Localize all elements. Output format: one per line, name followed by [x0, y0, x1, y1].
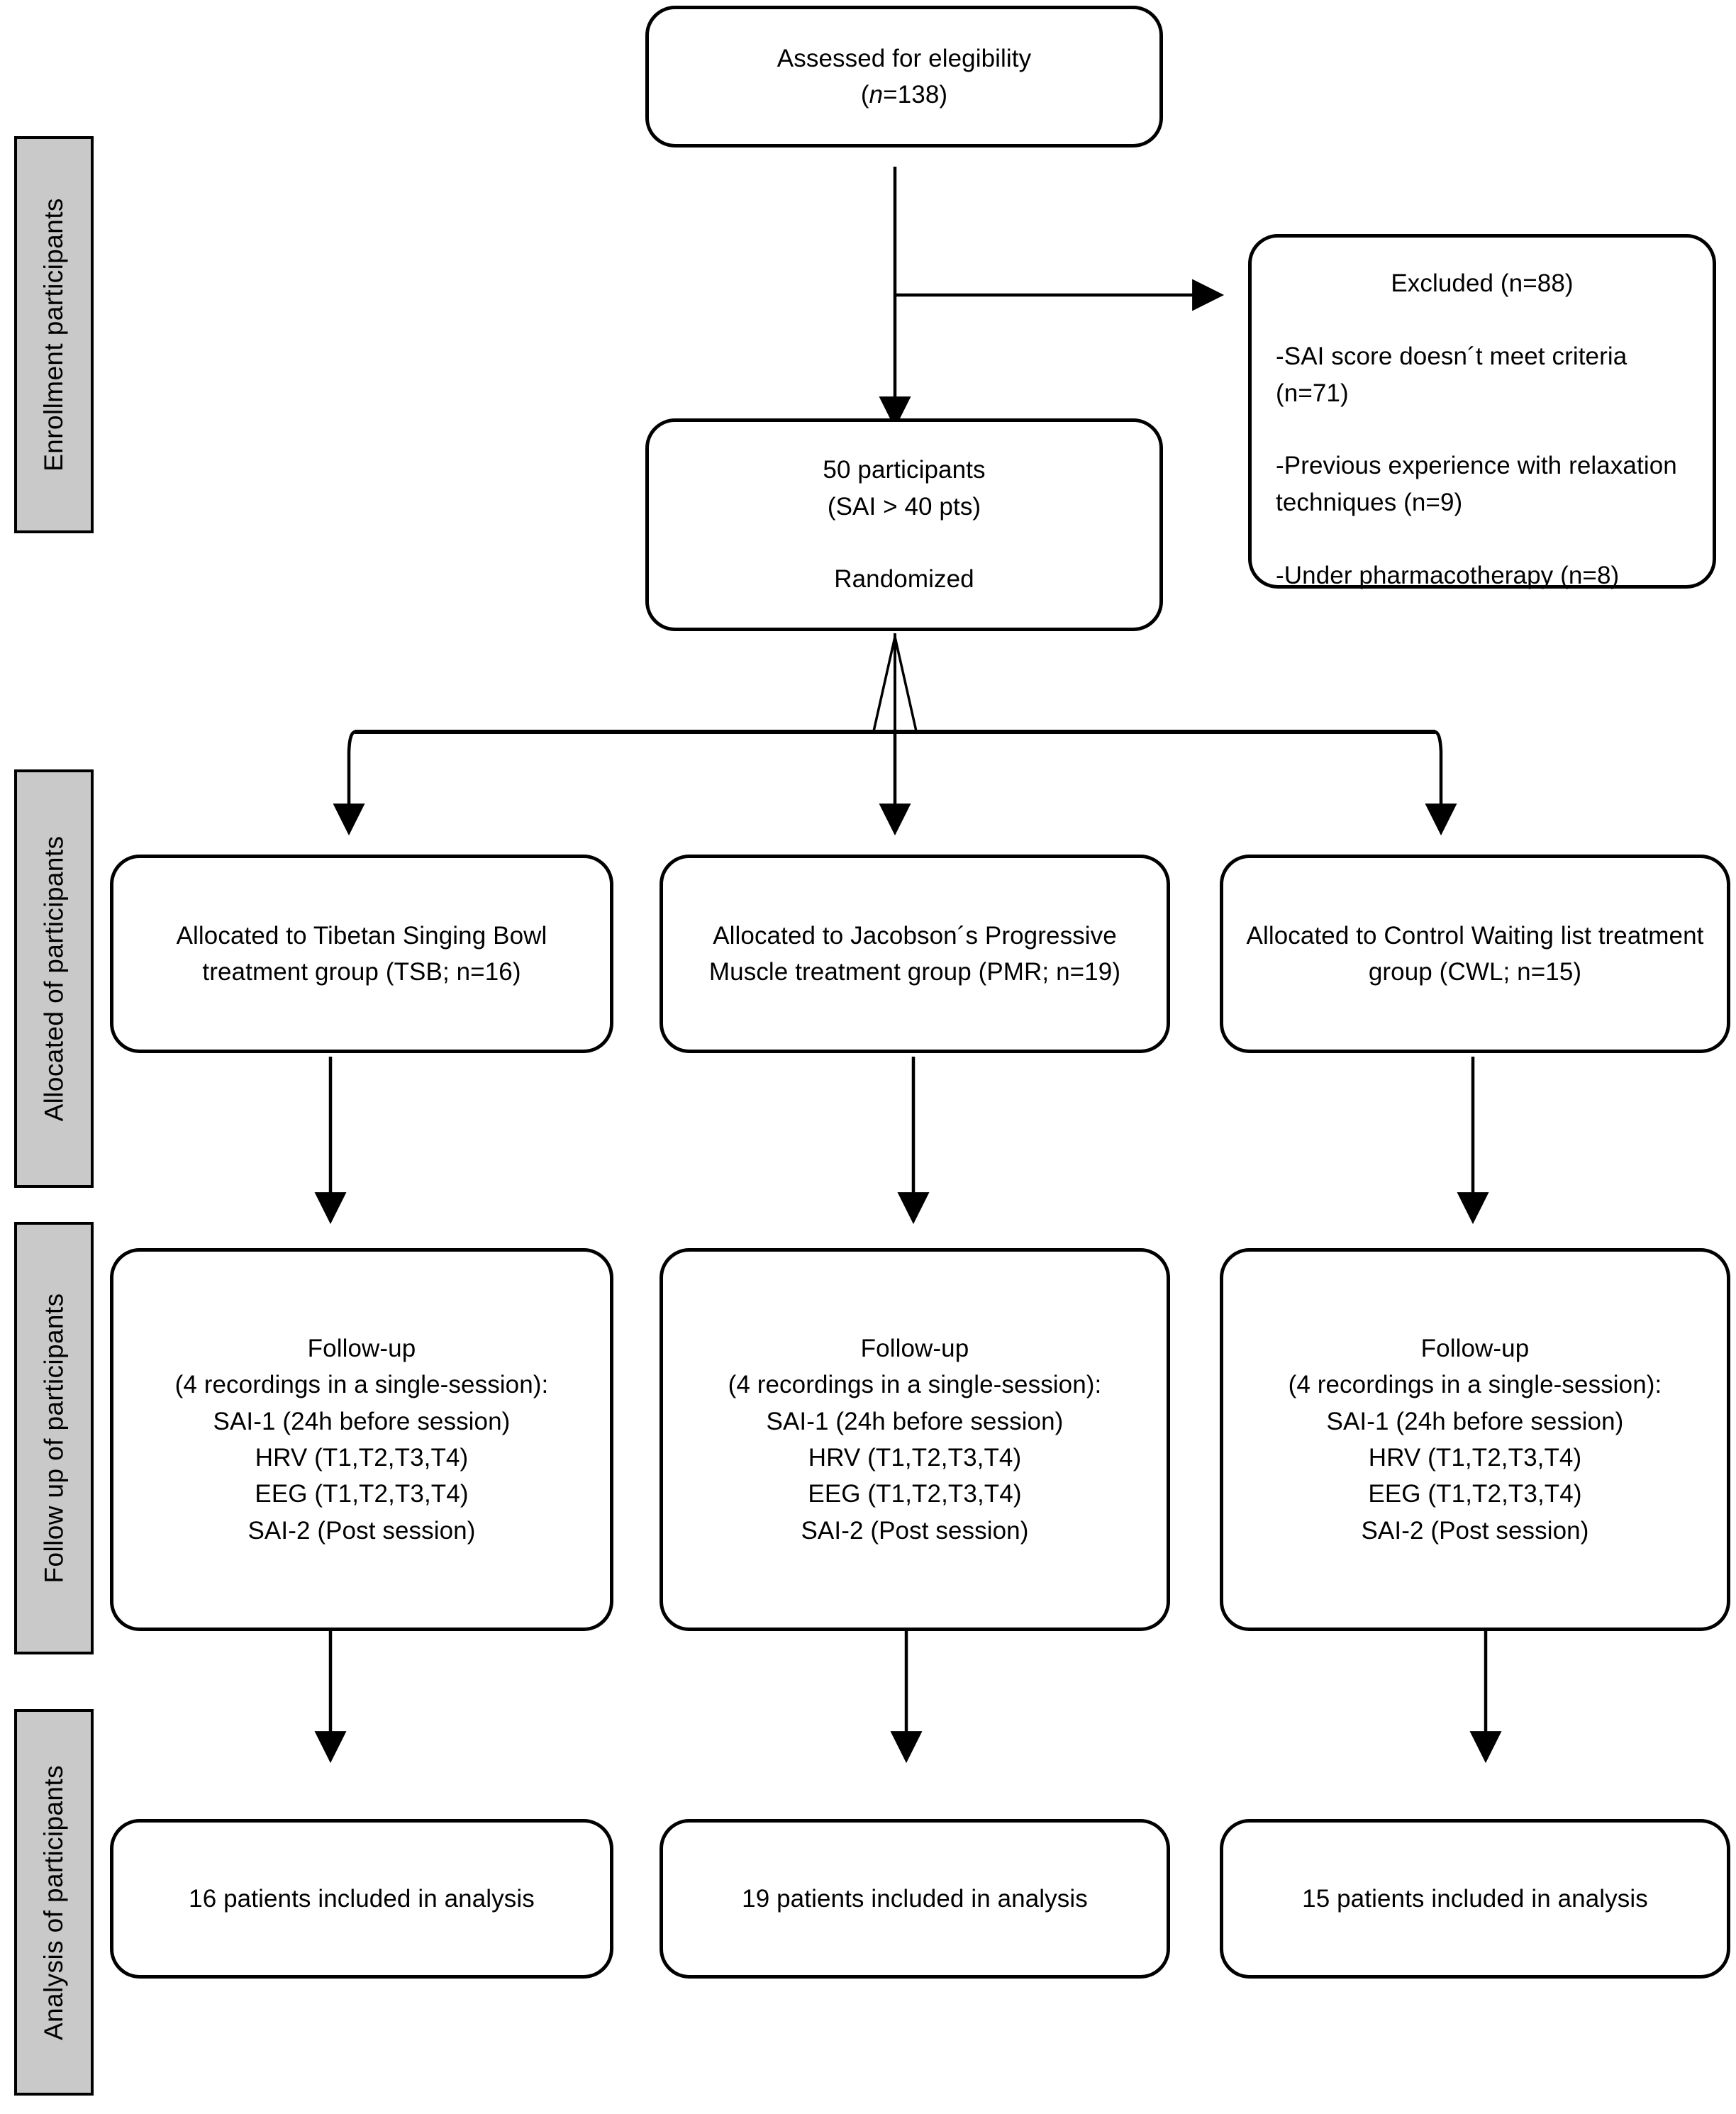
node-analysis-tsb-text: 16 patients included in analysis: [189, 1884, 535, 1913]
stage-tab-followup-label: Follow up of participants: [39, 1293, 69, 1584]
assessed-line2-suffix: =138): [883, 81, 948, 109]
node-analysis-cwl: 15 patients included in analysis: [1220, 1819, 1730, 1979]
node-followup-pmr-text: Follow-up (4 recordings in a single-sess…: [728, 1334, 1102, 1545]
node-followup-cwl: Follow-up (4 recordings in a single-sess…: [1220, 1248, 1730, 1631]
split-drop-right: [1425, 730, 1457, 836]
node-randomized: 50 participants (SAI > 40 pts) Randomize…: [645, 418, 1163, 631]
node-allocated-cwl: Allocated to Control Waiting list treatm…: [1220, 855, 1730, 1053]
assessed-line2-prefix: (: [860, 81, 869, 109]
excluded-heading: Excluded (n=88): [1391, 269, 1574, 298]
stage-tab-enrollment-label: Enrollment participants: [39, 198, 69, 472]
node-assessed-for-eligibility: Assessed for elegibility (n=138): [645, 6, 1163, 148]
node-allocated-pmr: Allocated to Jacobson´s Progressive Musc…: [660, 855, 1170, 1053]
stage-tab-analysis: Analysis of participants: [14, 1709, 94, 2096]
node-followup-pmr: Follow-up (4 recordings in a single-sess…: [660, 1248, 1170, 1631]
split-junction-flare: [872, 636, 918, 733]
stage-tab-enrollment: Enrollment participants: [14, 136, 94, 533]
node-analysis-pmr: 19 patients included in analysis: [660, 1819, 1170, 1979]
assessed-line1: Assessed for elegibility: [777, 44, 1032, 72]
node-assessed-text: Assessed for elegibility (n=138): [777, 40, 1031, 113]
node-analysis-cwl-text: 15 patients included in analysis: [1302, 1884, 1648, 1913]
stage-tab-followup: Follow up of participants: [14, 1222, 94, 1654]
stage-tab-analysis-label: Analysis of participants: [39, 1764, 69, 2040]
stage-tab-allocation: Allocated of participants: [14, 769, 94, 1188]
node-allocated-tsb: Allocated to Tibetan Singing Bowl treatm…: [110, 855, 613, 1053]
node-allocated-cwl-text: Allocated to Control Waiting list treatm…: [1246, 921, 1704, 986]
node-excluded: Excluded (n=88) -SAI score doesn´t meet …: [1248, 234, 1716, 589]
node-allocated-pmr-text: Allocated to Jacobson´s Progressive Musc…: [708, 921, 1121, 986]
node-excluded-text: Excluded (n=88) -SAI score doesn´t meet …: [1276, 229, 1688, 594]
node-analysis-tsb: 16 patients included in analysis: [110, 1819, 613, 1979]
excluded-item-0: -SAI score doesn´t meet criteria (n=71): [1276, 343, 1628, 407]
node-followup-tsb: Follow-up (4 recordings in a single-sess…: [110, 1248, 613, 1631]
stage-tab-allocation-label: Allocated of participants: [39, 835, 68, 1122]
excluded-item-2: -Under pharmacotherapy (n=8): [1276, 561, 1620, 589]
node-allocated-tsb-text: Allocated to Tibetan Singing Bowl treatm…: [176, 921, 547, 986]
excluded-item-1: -Previous experience with relaxation tec…: [1276, 452, 1677, 516]
split-drop-left: [333, 730, 365, 836]
node-followup-cwl-text: Follow-up (4 recordings in a single-sess…: [1288, 1334, 1662, 1545]
node-randomized-text: 50 participants (SAI > 40 pts) Randomize…: [823, 456, 986, 594]
node-analysis-pmr-text: 19 patients included in analysis: [742, 1884, 1088, 1913]
node-followup-tsb-text: Follow-up (4 recordings in a single-sess…: [174, 1334, 549, 1545]
assessed-line2-italic-n: n: [869, 81, 884, 109]
